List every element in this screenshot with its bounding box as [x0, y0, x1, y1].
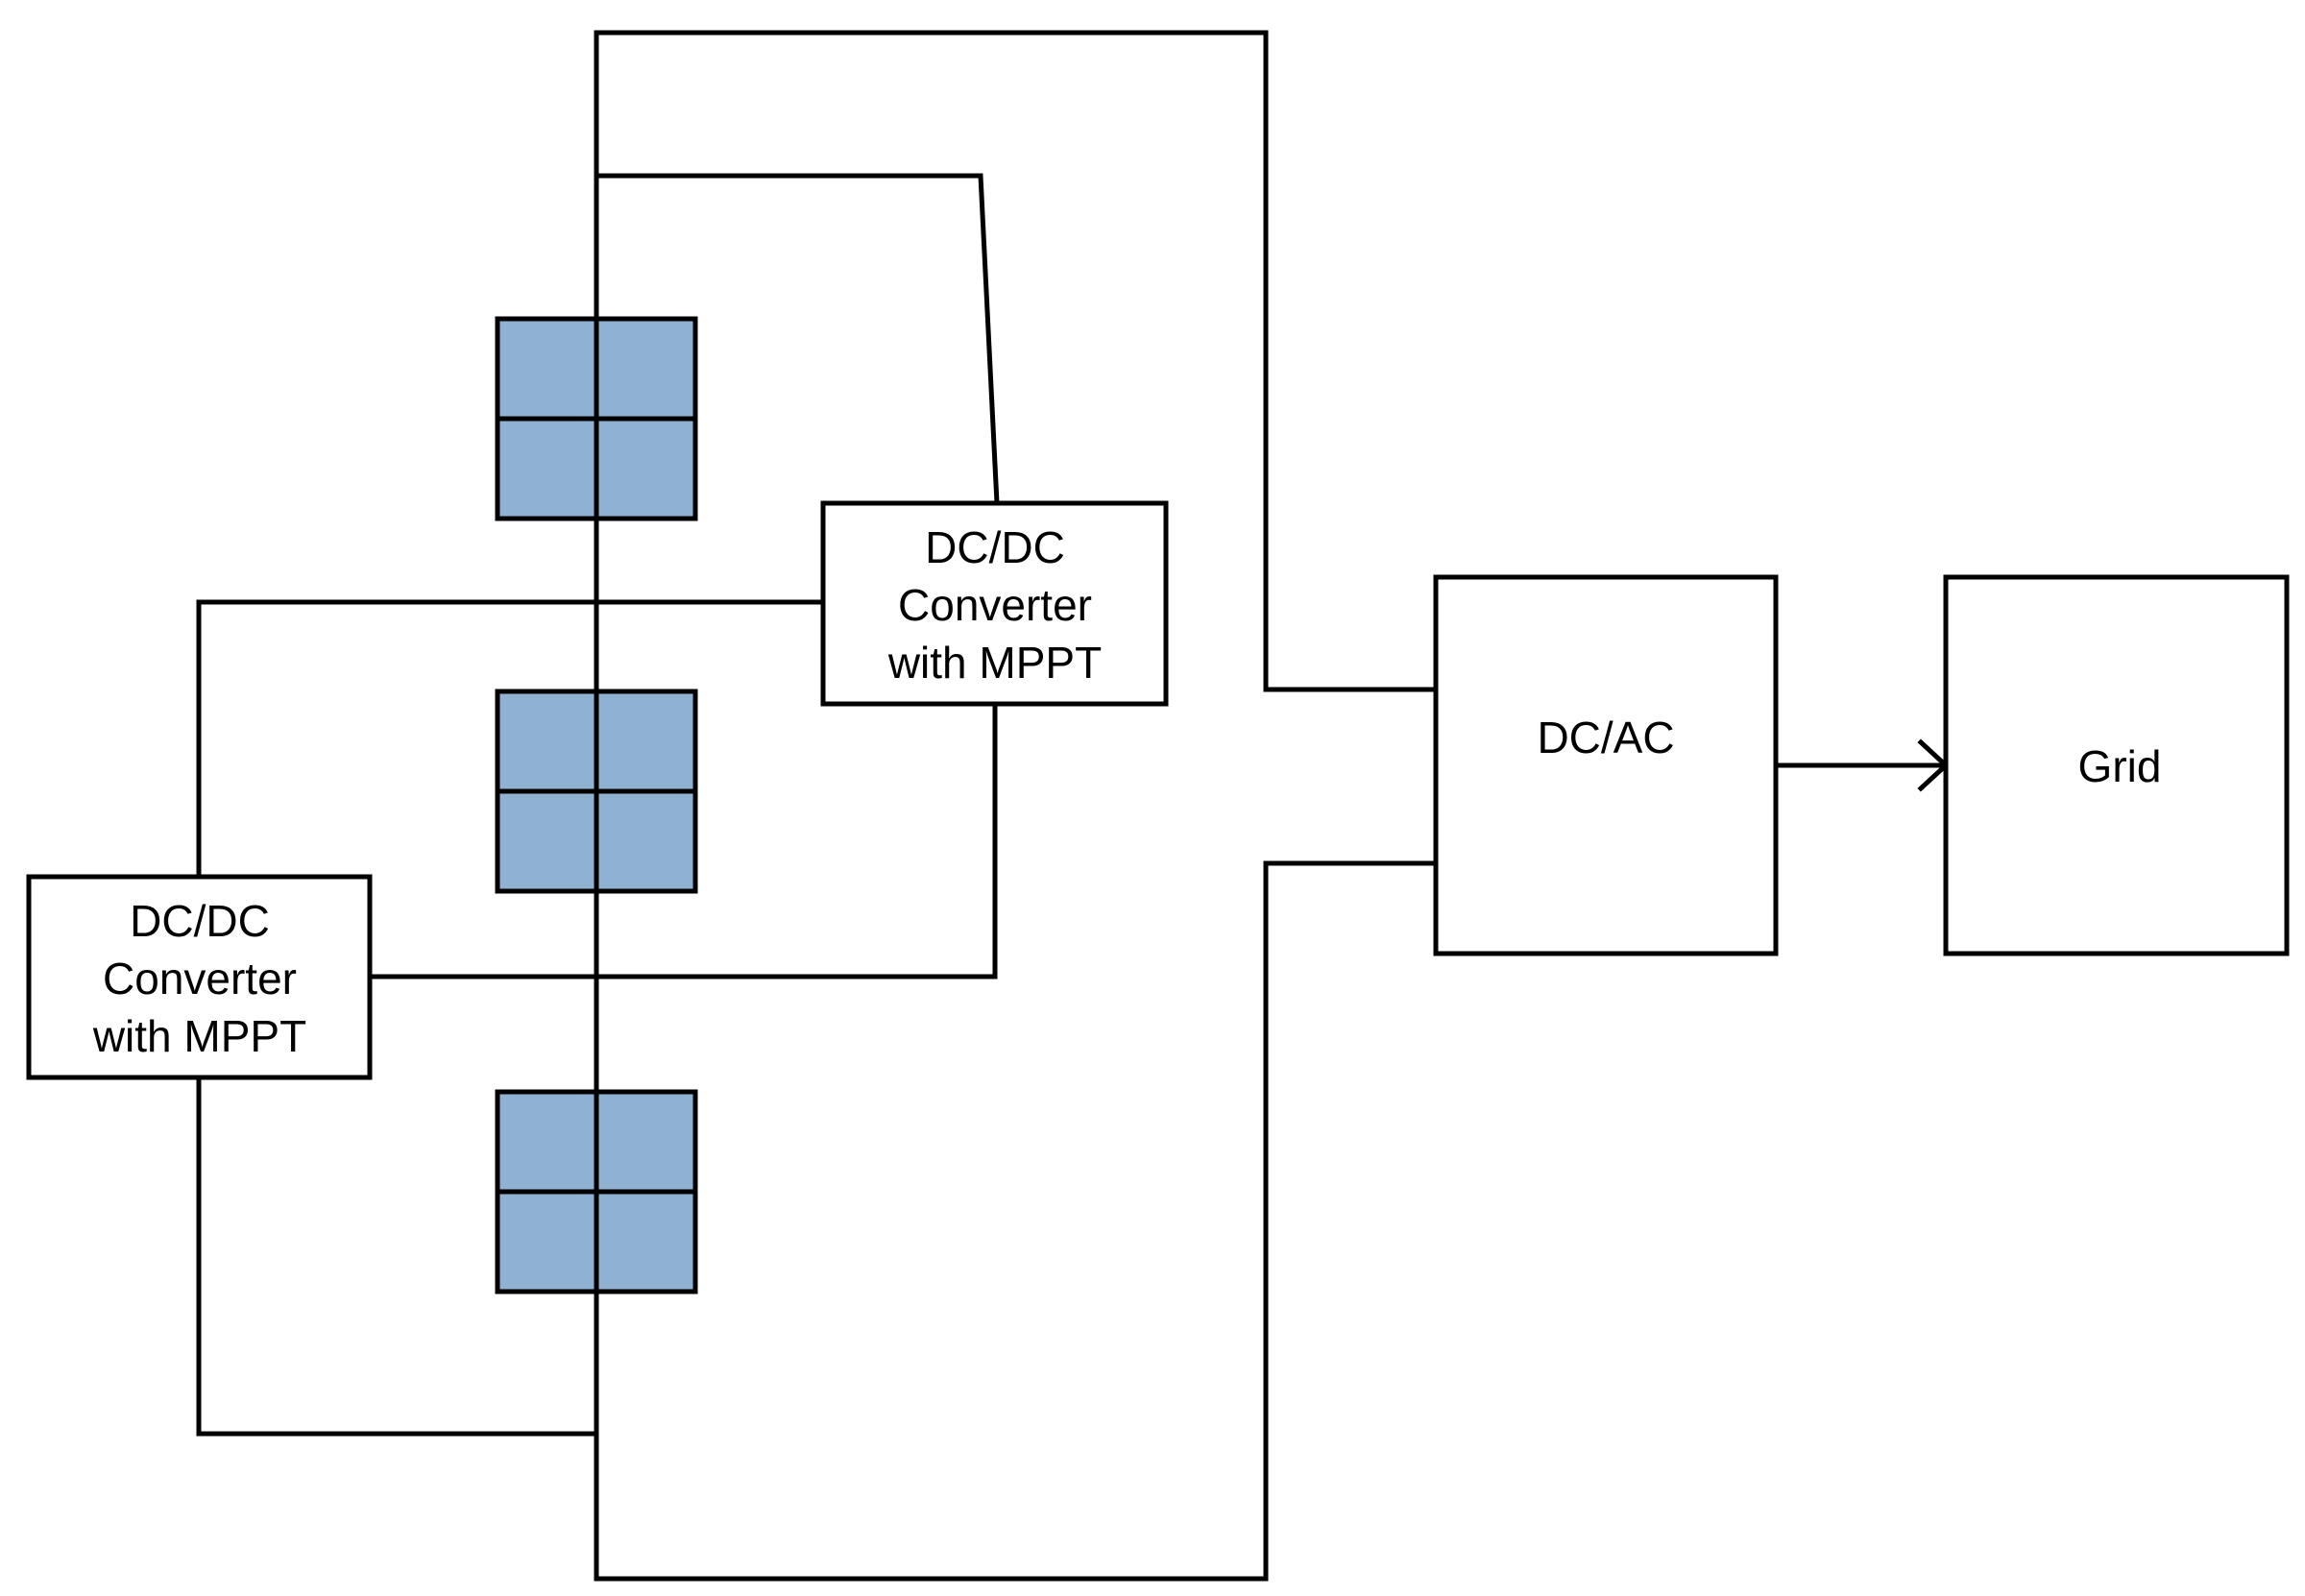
dcac-inverter-box[interactable] — [1433, 574, 1779, 956]
dcdc-converter-left-line2: Converter — [103, 954, 297, 1004]
dcac-inverter[interactable]: DC/AC — [1433, 574, 1779, 956]
left-converter-lower-wire — [196, 1075, 599, 1437]
dcdc-converter-left-box[interactable] — [26, 874, 373, 1080]
grid-node[interactable]: Grid — [1943, 574, 2290, 956]
top-converter-upper-wire — [594, 173, 1000, 506]
outer-bus-wire — [594, 30, 1439, 1582]
grid-box[interactable] — [1943, 574, 2290, 956]
dcdc-converter-left[interactable]: DC/DC Converter with MPPT — [26, 874, 373, 1080]
dcdc-converter-left-line1: DC/DC — [130, 896, 270, 946]
dcdc-converter-left-line3: with MPPT — [92, 1011, 306, 1061]
dcdc-converter-top-line1: DC/DC — [925, 522, 1065, 572]
dcac-inverter-label: DC/AC — [1537, 713, 1674, 762]
top-converter-bottom-wire — [368, 701, 998, 979]
dcdc-converter-top-line3: with MPPT — [887, 638, 1102, 688]
dcdc-converter-top-box[interactable] — [820, 500, 1169, 707]
dcdc-converter-top-line2: Converter — [898, 580, 1092, 630]
grid-label: Grid — [2078, 741, 2162, 791]
dcdc-converter-top[interactable]: DC/DC Converter with MPPT — [820, 500, 1169, 707]
top-converter-left-wire — [196, 599, 826, 880]
